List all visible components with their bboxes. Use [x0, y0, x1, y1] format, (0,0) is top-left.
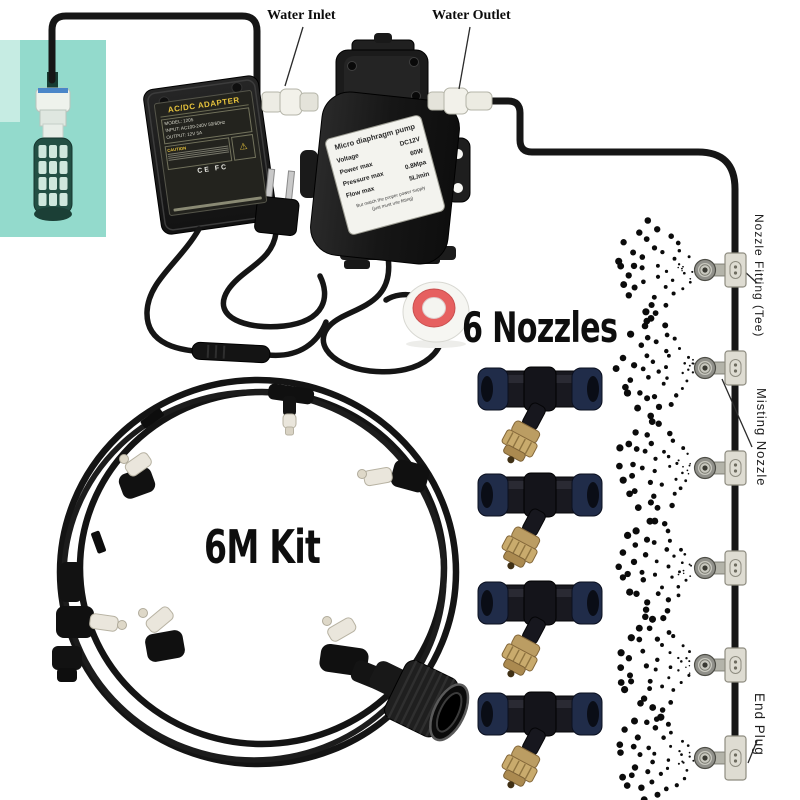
dc-barrel-connector: [191, 341, 271, 364]
tee-nozzle-photos: [477, 366, 603, 789]
ac-plug: [254, 168, 300, 236]
misting-nozzle-assembly: [693, 252, 747, 288]
pointer-lines: [284, 26, 758, 764]
teflon-tape: [402, 281, 470, 348]
mist-spray: [615, 217, 694, 322]
mist-sprays: [612, 217, 695, 800]
tee-nozzle-photo: [477, 472, 603, 570]
kit-nozzle-right-upper: [357, 459, 430, 493]
six-nozzles-label: 6 Nozzles: [462, 303, 618, 352]
misting-nozzle-label: Misting Nozzle: [754, 388, 769, 487]
nozzle-fitting-label: Nozzle Fitting (Tee): [752, 214, 766, 338]
power-cords: [144, 226, 446, 375]
misting-nozzle-assembly: [693, 647, 747, 683]
warning-triangle-icon: ⚠: [230, 133, 257, 161]
tee-nozzle-photo: [477, 691, 603, 789]
kit-nozzle-mid-1: [138, 606, 185, 662]
adapter-label: AC/DC ADAPTER MODEL: 1205 INPUT: AC100-2…: [153, 89, 268, 217]
filter-mesh: [38, 145, 68, 206]
kit-size-label: 6M Kit: [204, 520, 321, 574]
cable-tie: [91, 530, 106, 554]
end-plug-fitting: [693, 735, 747, 781]
tee-nozzle-photo: [477, 366, 603, 464]
tee-nozzle-photo: [477, 580, 603, 678]
kit-nozzle-left-upper: [118, 452, 156, 499]
misting-nozzle-assembly: [693, 550, 747, 586]
water-inlet-label: Water Inlet: [267, 8, 336, 23]
misting-line-nozzles: [693, 252, 747, 781]
mist-spray: [615, 517, 693, 621]
misting-nozzle-assembly: [693, 450, 747, 486]
water-outlet-label: Water Outlet: [432, 8, 511, 23]
mist-spray: [617, 615, 691, 721]
hose-connector: [369, 660, 470, 742]
kit-nozzle-top: [267, 383, 315, 436]
mist-spray: [616, 704, 695, 800]
cable-tie: [140, 408, 164, 429]
misting-nozzle-assembly: [693, 350, 747, 386]
end-plug-label: End Plug: [752, 693, 767, 756]
inlet-tube: [48, 12, 261, 100]
kit-nozzle-left-side: [52, 562, 127, 682]
mist-spray: [616, 418, 691, 525]
supply-tube: [486, 97, 739, 746]
mist-spray: [612, 317, 695, 420]
water-outlet-fitting: [427, 87, 493, 115]
water-inlet-fitting: [261, 88, 319, 116]
